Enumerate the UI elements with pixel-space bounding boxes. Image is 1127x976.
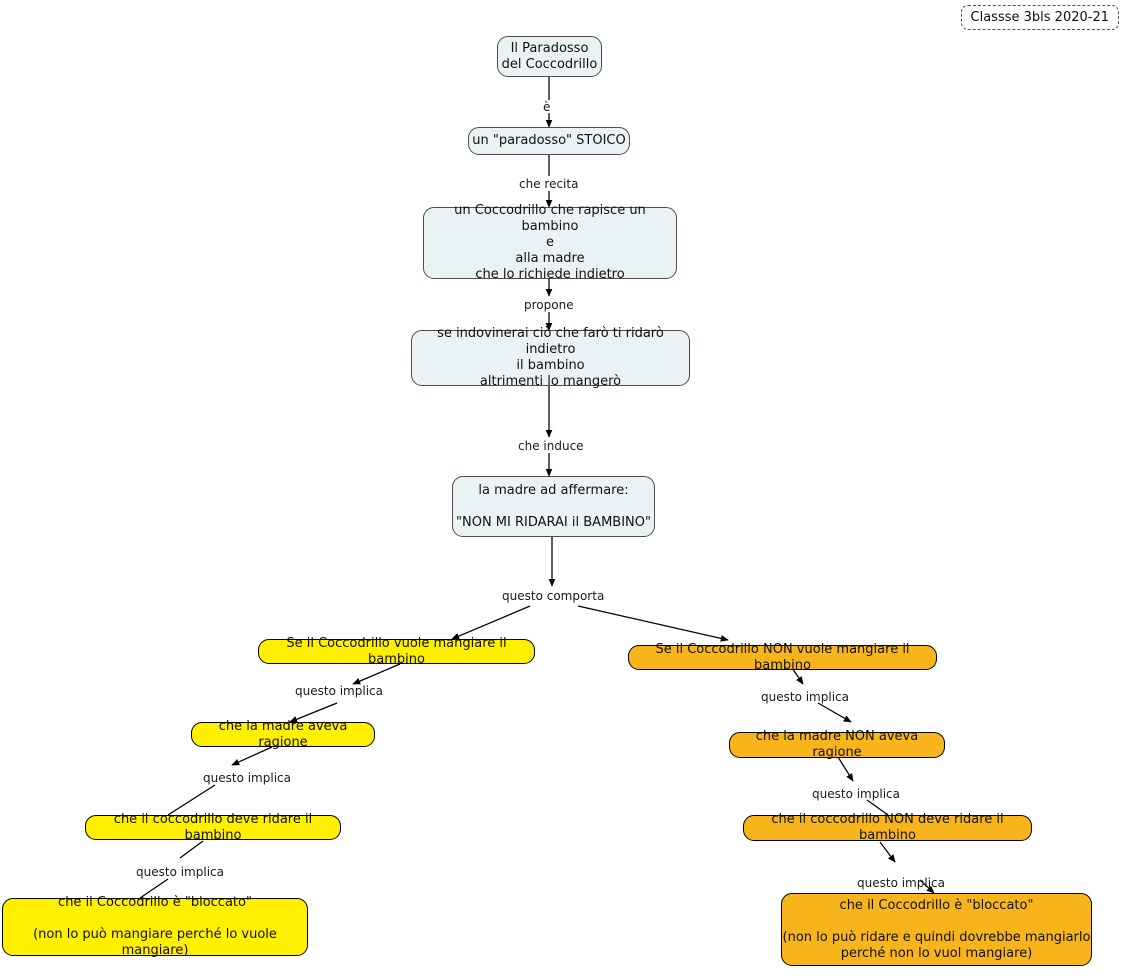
edge-label-questo-implica-4: questo implica [761,690,849,704]
edge-label-e: è [543,100,551,114]
edge-n12-label11 [879,841,896,863]
edge-label-questo-implica-1: questo implica [295,684,383,698]
node-coccodrillo-bloccato-destra[interactable]: che il Coccodrillo è "bloccato" (non lo … [781,893,1092,966]
node-madre-non-aveva-ragione[interactable]: che la madre NON aveva ragione [729,729,945,760]
node-coccodrillo-bloccato-sinistra[interactable]: che il Coccodrillo è "bloccato" (non lo … [2,895,308,958]
edge-label-propone: propone [524,298,574,312]
edge-label-che-induce: che induce [518,439,584,453]
node-coccodrillo-rapisce-bambino[interactable]: un Coccodrillo che rapisce un bambino e … [423,203,677,282]
node-non-deve-ridare-bambino[interactable]: che il coccodrillo NON deve ridare il ba… [743,812,1032,843]
node-madre-aveva-ragione[interactable]: che la madre aveva ragione [191,719,375,750]
edge-label9-n11 [817,702,852,723]
edge-n8-label8 [179,840,204,859]
class-tag: Classse 3bls 2020-21 [960,5,1119,30]
edge-label5-n6 [451,605,531,640]
edge-label-questo-implica-2: questo implica [203,771,291,785]
node-proposta-coccodrillo[interactable]: se indovinerai ciò che farò ti ridarò in… [411,326,690,389]
edge-label-questo-implica-3: questo implica [136,865,224,879]
node-coccodrillo-vuole-mangiare[interactable]: Se il Coccodrillo vuole mangiare il bamb… [258,636,535,667]
edge-label-che-recita: che recita [519,177,579,191]
edge-label7-n8 [167,784,216,816]
edge-label-questo-implica-6: questo implica [857,876,945,890]
edge-label-questo-comporta: questo comporta [502,589,605,603]
node-coccodrillo-non-vuole-mangiare[interactable]: Se il Coccodrillo NON vuole mangiare il … [628,642,937,673]
edge-label-questo-implica-5: questo implica [812,787,900,801]
edge-label5-n10 [577,605,729,642]
node-madre-afferma[interactable]: la madre ad affermare: "NON MI RIDARAI i… [452,476,655,537]
node-deve-ridare-bambino[interactable]: che il coccodrillo deve ridare il bambin… [85,812,341,843]
node-paradosso-stoico[interactable]: un "paradosso" STOICO [468,127,630,155]
node-paradosso-del-coccodrillo[interactable]: Il Paradosso del Coccodrillo [497,36,602,77]
